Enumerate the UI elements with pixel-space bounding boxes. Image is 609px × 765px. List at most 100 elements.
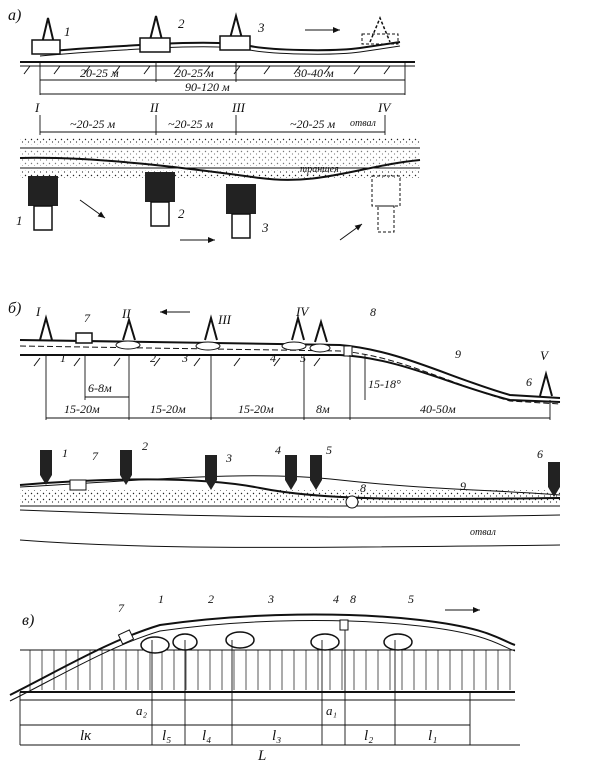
pipe-profile [19, 339, 561, 399]
b-span-2: 15-20м [150, 402, 186, 416]
b-angle: 15-18° [368, 377, 401, 391]
b-span-5: 40-50м [420, 402, 456, 416]
svg-text:2: 2 [142, 439, 148, 453]
svg-text:7: 7 [118, 601, 125, 615]
panel-b-label: б) [8, 300, 21, 317]
panel-v-label: в) [22, 612, 34, 629]
svg-text:6: 6 [526, 375, 532, 389]
svg-text:4: 4 [333, 592, 339, 606]
svg-text:3: 3 [225, 451, 232, 465]
l3-label: l₃ [272, 728, 281, 744]
arrow-3 [339, 223, 363, 241]
lk-label: lк [80, 728, 92, 744]
section-iii: III [231, 100, 246, 115]
total-span: 90-120 м [185, 80, 230, 94]
pipe-plan [19, 156, 421, 181]
b-section-iii: III [217, 312, 232, 327]
span-2: 20-25 м [175, 66, 214, 80]
l4-label: l₄ [202, 728, 211, 744]
crane-2: 2 [139, 15, 185, 53]
l1-label: l₁ [428, 728, 437, 744]
svg-text:1: 1 [158, 592, 164, 606]
plan-crane-1: 1 [16, 176, 58, 231]
dimension-lines [39, 62, 406, 95]
section-i: I [34, 100, 40, 115]
plan-span-1: ~20-25 м [70, 117, 115, 131]
crane-4-dashed [361, 16, 399, 45]
svg-text:5: 5 [300, 351, 306, 365]
svg-text:6: 6 [537, 447, 543, 461]
b-pipe-plan [19, 478, 561, 500]
crane-3: 3 [219, 12, 265, 51]
trench [20, 150, 420, 166]
a2-label: a₂ [136, 703, 148, 718]
b-section-ii: II [121, 306, 131, 321]
l2-label: l₂ [364, 728, 373, 744]
v-dimension-lines [19, 630, 520, 746]
svg-text:3: 3 [181, 351, 188, 365]
b-inner-span: 6-8м [88, 381, 112, 395]
b-span-1: 15-20м [64, 402, 100, 416]
svg-text:8: 8 [350, 592, 356, 606]
dimension-lines-b [45, 355, 551, 420]
spoil-bank-label: отвал [350, 118, 376, 129]
svg-text:9: 9 [455, 347, 461, 361]
b-section-i: I [35, 304, 41, 319]
plan-span-2: ~20-25 м [168, 117, 213, 131]
svg-text:2: 2 [178, 206, 185, 221]
svg-text:4: 4 [270, 351, 276, 365]
pipeline [39, 41, 401, 53]
panel-a: а) 1 2 3 [8, 7, 421, 243]
svg-text:1: 1 [62, 446, 68, 460]
svg-text:4: 4 [275, 443, 281, 457]
svg-text:2: 2 [208, 592, 214, 606]
plan-span-3: ~20-25 м [290, 117, 335, 131]
svg-text:3: 3 [267, 592, 274, 606]
b-section-iv: IV [295, 304, 310, 319]
panel-a-label: а) [8, 7, 21, 24]
svg-text:8: 8 [370, 305, 376, 319]
svg-text:9: 9 [460, 479, 466, 493]
span-3: 30-40 м [294, 66, 334, 80]
v-supports [117, 619, 413, 654]
svg-text:2: 2 [178, 16, 185, 31]
svg-text:7: 7 [92, 449, 99, 463]
b-span-4: 8м [316, 402, 330, 416]
b-trench [20, 490, 560, 504]
crane-1: 1 [31, 17, 71, 55]
b-spoil-label: отвал [470, 527, 496, 538]
svg-text:8: 8 [360, 481, 366, 495]
svg-text:1: 1 [64, 24, 71, 39]
panel-v: в) 7 1 2 3 4 8 5 [9, 592, 520, 764]
plan-crane-3: 3 [226, 184, 269, 239]
svg-text:5: 5 [408, 592, 414, 606]
section-ii: II [149, 100, 159, 115]
section-iv: IV [377, 100, 392, 115]
trench-edge [20, 170, 420, 178]
supports-b [39, 314, 553, 397]
ground-profile [20, 354, 561, 403]
span-1: 20-25 м [80, 66, 119, 80]
b-plan-machines [40, 450, 560, 497]
svg-text:1: 1 [16, 213, 23, 228]
b-span-3: 15-20м [238, 402, 274, 416]
l5-label: l₅ [162, 728, 171, 744]
plan-crane-4-dashed [371, 175, 401, 233]
svg-text:7: 7 [84, 311, 91, 325]
arrow-1 [79, 199, 106, 219]
svg-text:1: 1 [60, 351, 66, 365]
spoil-bank [20, 137, 420, 145]
svg-text:3: 3 [257, 20, 265, 35]
svg-text:2: 2 [150, 351, 156, 365]
svg-text:3: 3 [261, 220, 269, 235]
total-l-label: L [257, 748, 266, 764]
svg-text:5: 5 [326, 443, 332, 457]
v-pipe [9, 613, 516, 696]
panel-b: б) I II III IV V 1 2 [8, 300, 561, 548]
a1-label: a₁ [326, 703, 337, 718]
plan-crane-2: 2 [145, 172, 185, 227]
trench-label: траншея [300, 164, 339, 175]
ground-hatching [23, 65, 391, 75]
b-section-v: V [540, 348, 550, 363]
